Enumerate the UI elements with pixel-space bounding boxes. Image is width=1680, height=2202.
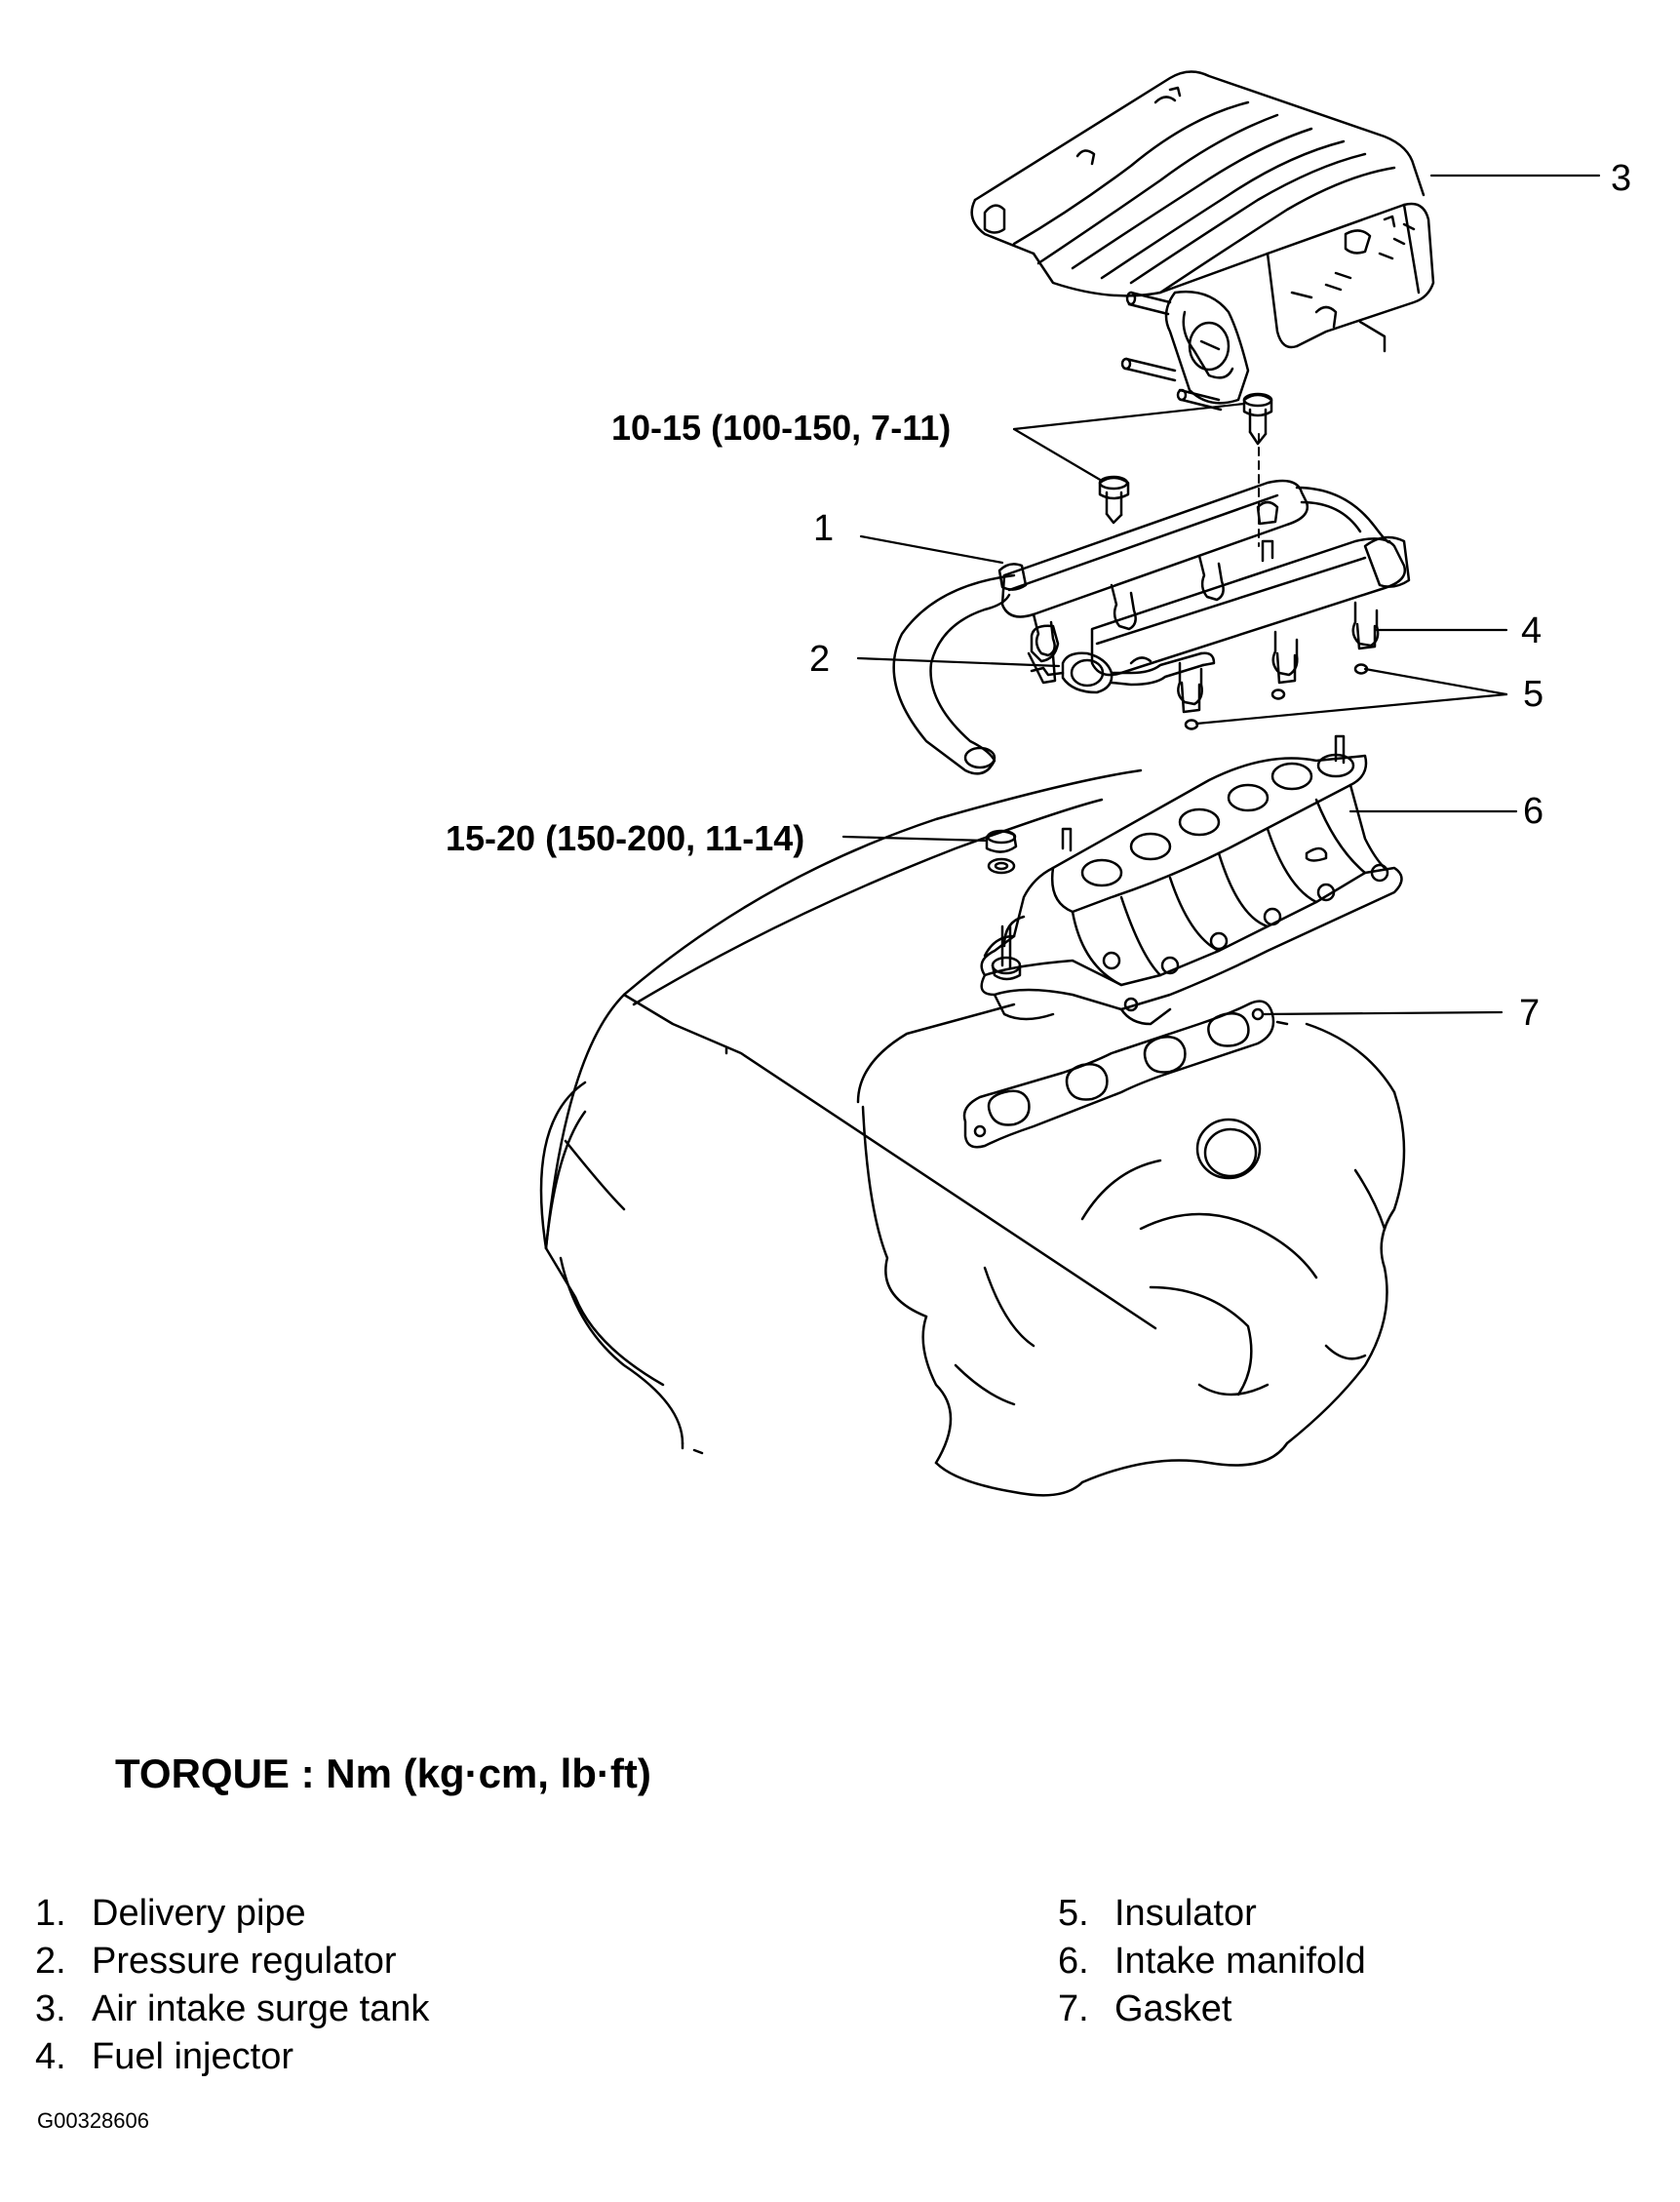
callout-7: 7	[1519, 993, 1540, 1034]
legend-item: 4.Fuel injector	[35, 2036, 293, 2077]
rail-mounting-bolts	[1098, 392, 1273, 547]
torque-units-title: TORQUE : Nm (kg·cm, lb·ft)	[115, 1750, 651, 1796]
callout-4: 4	[1521, 610, 1542, 651]
leader-lines	[841, 174, 1601, 1016]
legend-item: 1.Delivery pipe	[35, 1893, 306, 1934]
engine-block-outline	[539, 768, 1406, 1497]
delivery-pipe-drawing	[892, 479, 1411, 775]
torque-specs: 10-15 (100-150, 7-11) 15-20 (150-200, 11…	[446, 408, 951, 858]
parts-legend-right: 5.Insulator 6.Intake manifold 7.Gasket	[1058, 1890, 1366, 2033]
torque-spec-rail-bolts: 10-15 (100-150, 7-11)	[611, 408, 951, 448]
callout-numbers: 1 2 3 4 5 6 7	[809, 158, 1631, 1034]
pressure-regulator-drawing	[1030, 651, 1216, 694]
insulators-drawing	[1184, 663, 1369, 730]
legend-item: 5.Insulator	[1058, 1893, 1257, 1934]
callout-2: 2	[809, 639, 830, 680]
callout-5: 5	[1523, 674, 1543, 715]
legend-item: 2.Pressure regulator	[35, 1941, 397, 1982]
legend-item: 6.Intake manifold	[1058, 1941, 1366, 1982]
manifold-nut-and-washer	[985, 829, 1018, 875]
parts-legend-left: 1.Delivery pipe 2.Pressure regulator 3.A…	[35, 1890, 429, 2081]
legend-item: 3.Air intake surge tank	[35, 1988, 430, 2029]
callout-3: 3	[1611, 158, 1631, 199]
figure-code: G00328606	[37, 2108, 149, 2133]
legend-item: 7.Gasket	[1058, 1988, 1232, 2029]
callout-6: 6	[1523, 791, 1543, 832]
callout-1: 1	[813, 508, 834, 549]
torque-spec-manifold-nut: 15-20 (150-200, 11-14)	[446, 818, 804, 858]
surge-tank-drawing	[970, 70, 1435, 412]
gasket-drawing	[962, 1000, 1275, 1149]
intake-manifold-drawing	[980, 734, 1403, 1026]
